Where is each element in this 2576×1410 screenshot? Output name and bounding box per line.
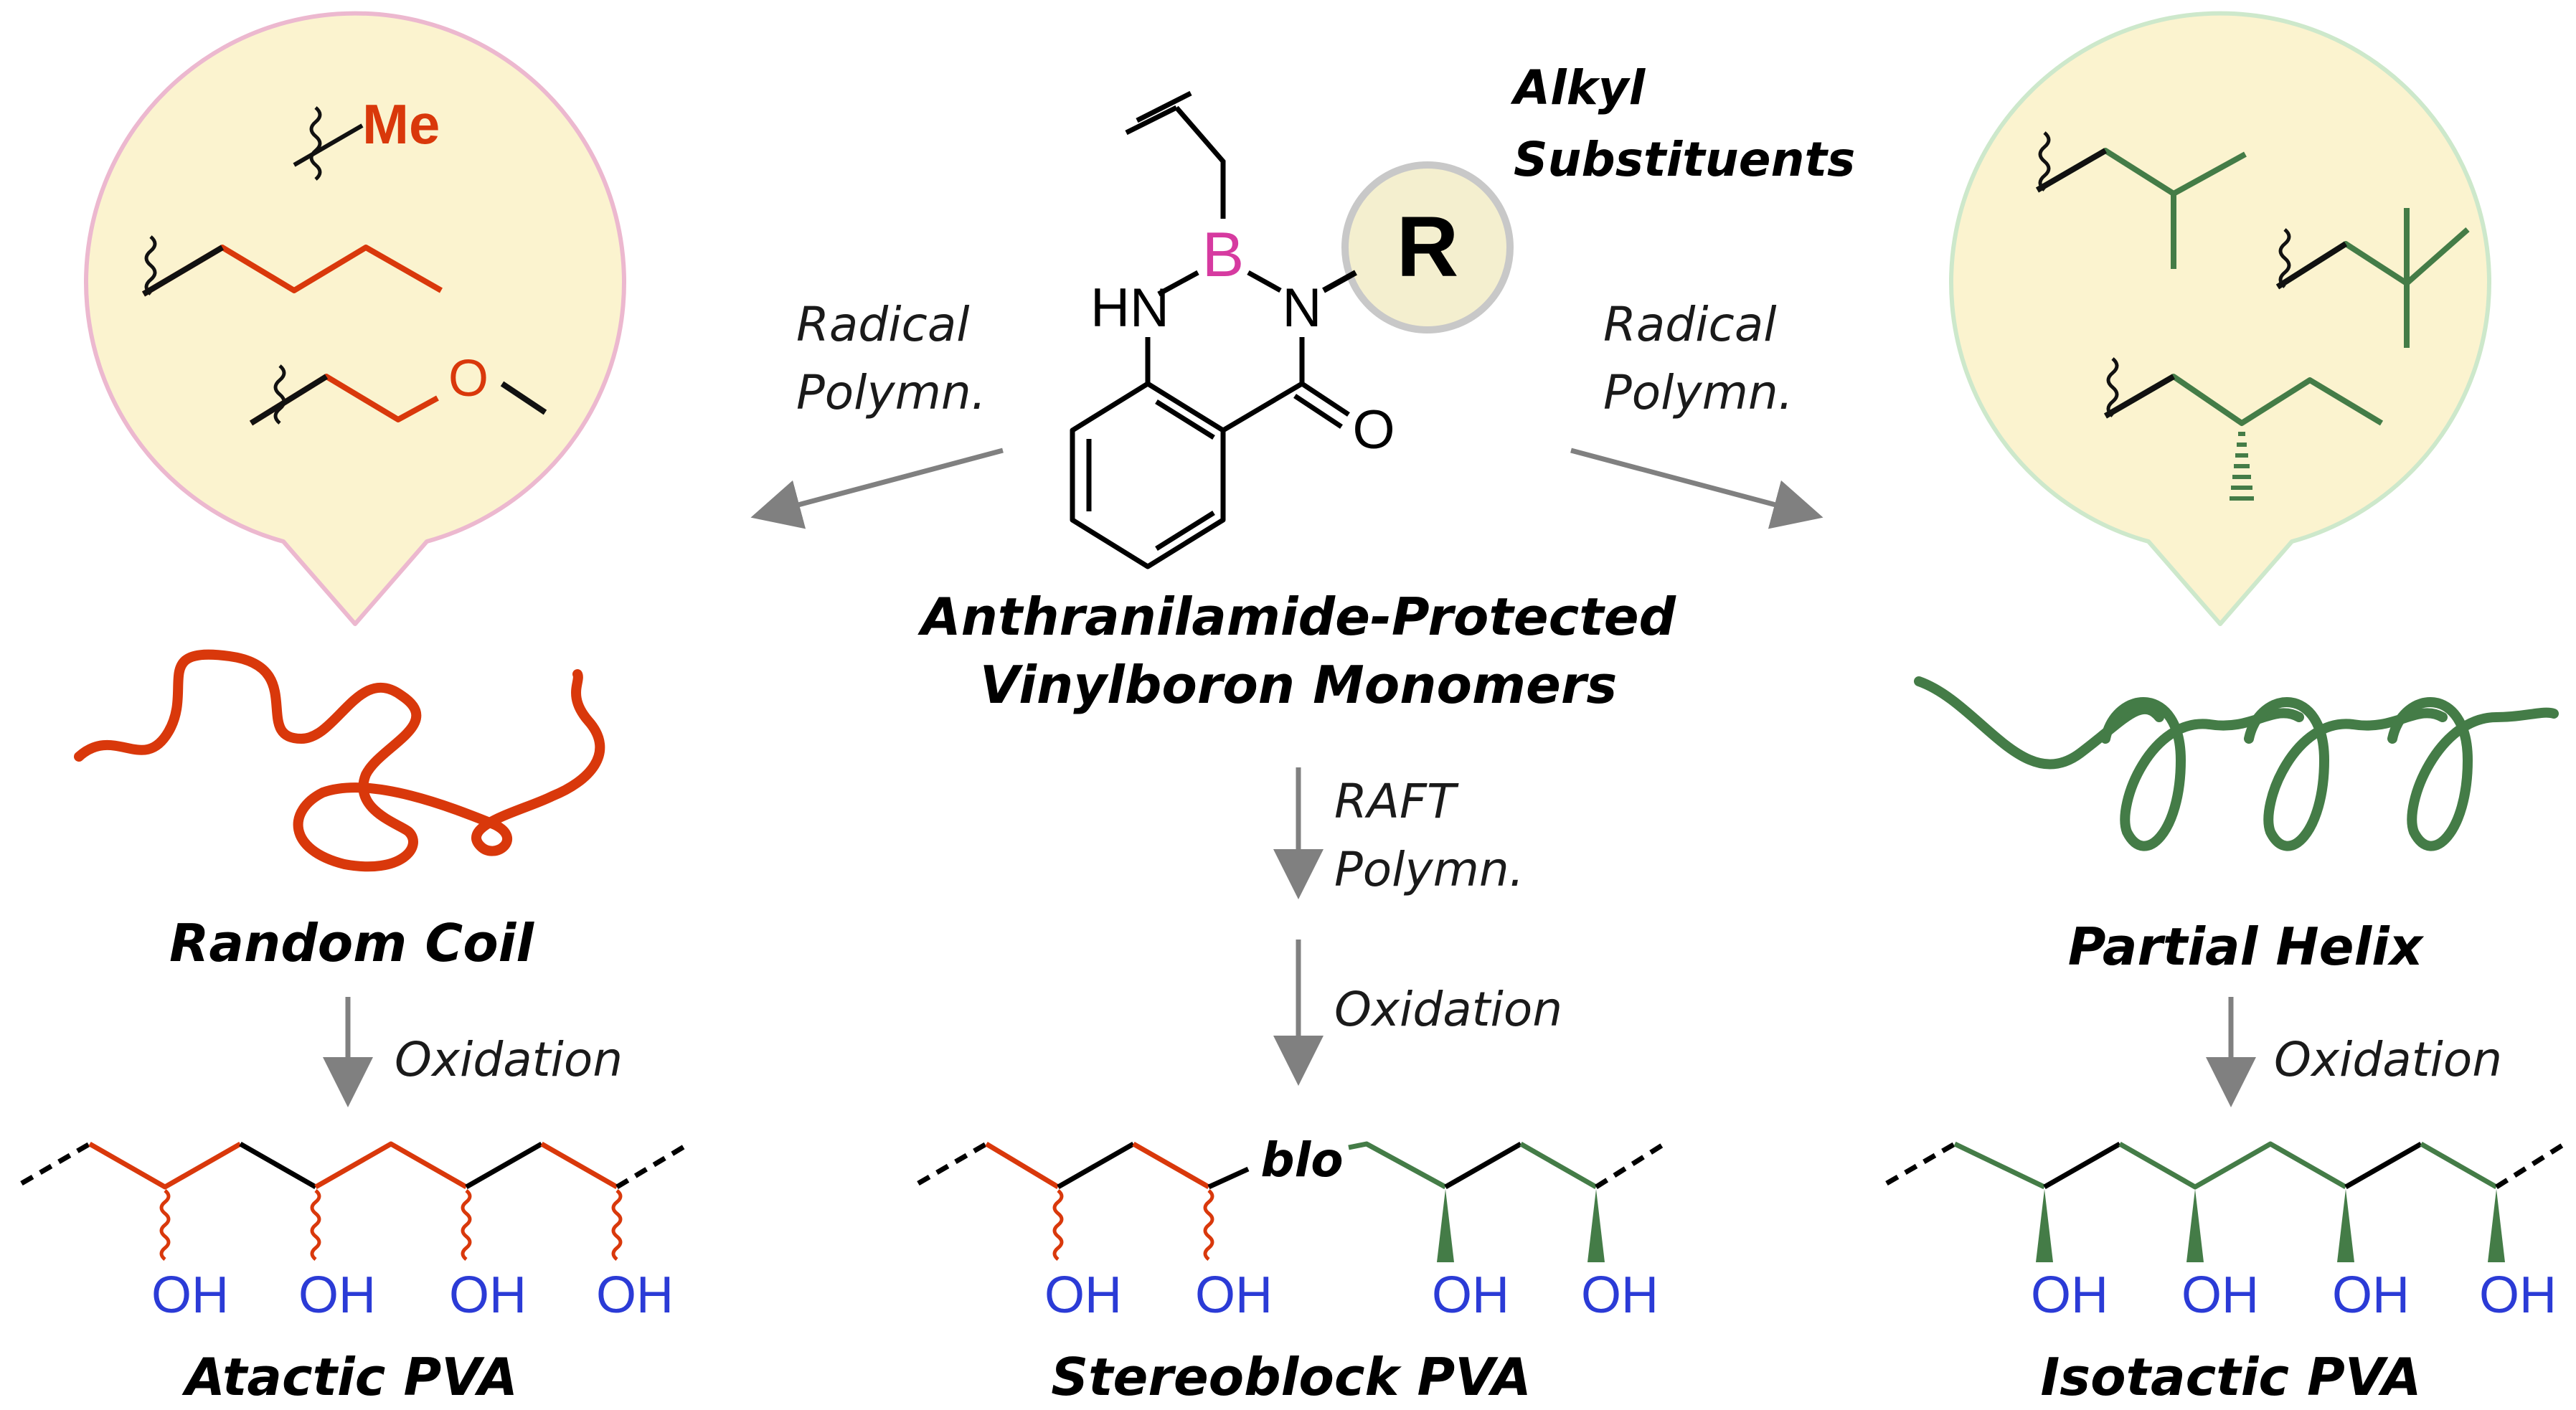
stereoblock-oh-2: OH	[1195, 1267, 1273, 1324]
isotactic-oh-2: OH	[2181, 1267, 2259, 1324]
atactic-oh-4: OH	[596, 1267, 674, 1324]
isobutyl-substituent	[2035, 131, 2247, 269]
monomer-structure: R B HN N O	[1070, 90, 1514, 569]
n-atom: N	[1283, 278, 1322, 339]
stereoblock-oh-1: OH	[1044, 1267, 1122, 1324]
isotactic-pva-label: Isotactic PVA	[2041, 1347, 2422, 1407]
methylbutyl-substituent	[2103, 357, 2384, 501]
stereoblock-oh-4: OH	[1581, 1267, 1659, 1324]
atactic-pva-structure	[20, 1141, 690, 1261]
right-arrow-label-line1: Radical	[1603, 297, 1777, 352]
raft-label-line2: Polymn.	[1334, 842, 1524, 897]
partial-helix-label: Partial Helix	[2068, 917, 2425, 977]
r-group-circle	[1341, 161, 1514, 333]
left-substituent-bubble: Me O	[84, 11, 626, 626]
isotactic-oh-3: OH	[2332, 1267, 2410, 1324]
monomer-name-line1: Anthranilamide-Protected	[917, 587, 1677, 647]
random-coil-label: Random Coil	[169, 913, 534, 973]
butyl-substituent	[141, 235, 443, 297]
r-group-label: R	[1397, 199, 1459, 295]
left-arrow-label-line1: Radical	[796, 297, 970, 352]
boron-atom: B	[1202, 219, 1245, 290]
right-radical-arrow	[1570, 448, 1824, 529]
methoxy-oxygen-label: O	[448, 350, 489, 407]
methyl-substituent: Me	[293, 93, 440, 181]
raft-label-line1: RAFT	[1334, 774, 1459, 829]
block-junction-label: blo	[1260, 1132, 1343, 1188]
left-oxidation-label: Oxidation	[395, 1032, 623, 1087]
right-substituent-bubble	[1949, 11, 2491, 626]
left-arrow-label-line2: Polymn.	[796, 365, 986, 420]
methyl-label: Me	[362, 93, 440, 156]
stereoblock-pva-structure	[917, 1141, 1666, 1262]
partial-helix-shape	[1914, 676, 2559, 851]
neopentyl-substituent	[2275, 208, 2470, 348]
substituents-heading-line2: Substituents	[1514, 132, 1855, 187]
atactic-oh-3: OH	[449, 1267, 527, 1324]
substituents-heading-line1: Alkyl	[1510, 60, 1646, 115]
monomer-name-line2: Vinylboron Monomers	[980, 655, 1617, 715]
carbonyl-oxygen: O	[1352, 399, 1395, 460]
isotactic-pva-structure	[1885, 1141, 2566, 1262]
methoxyethyl-substituent: O	[249, 350, 547, 426]
stereoblock-oh-3: OH	[1432, 1267, 1509, 1324]
atactic-oh-2: OH	[298, 1267, 376, 1324]
right-oxidation-label: Oxidation	[2274, 1032, 2502, 1087]
isotactic-oh-4: OH	[2479, 1267, 2557, 1324]
left-radical-arrow	[750, 448, 1004, 529]
random-coil-shape	[74, 649, 605, 872]
right-arrow-label-line2: Polymn.	[1603, 365, 1793, 420]
isotactic-oh-1: OH	[2031, 1267, 2108, 1324]
stereoblock-pva-label: Stereoblock PVA	[1051, 1347, 1532, 1407]
atactic-oh-1: OH	[151, 1267, 229, 1324]
center-oxidation-label: Oxidation	[1334, 982, 1562, 1037]
nh-atom: HN	[1090, 278, 1169, 339]
atactic-pva-label: Atactic PVA	[181, 1347, 518, 1407]
